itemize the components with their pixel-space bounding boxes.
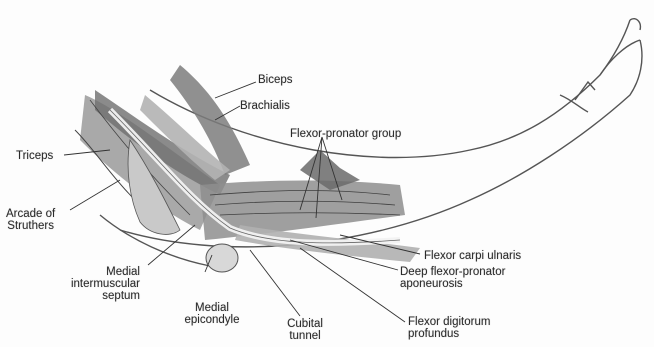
label-epicondyle-line1: Medial bbox=[170, 302, 254, 314]
label-arcade-line1: Arcade of bbox=[6, 208, 55, 220]
label-septum-line1: Medial bbox=[40, 266, 140, 278]
label-deep-flexor-line1: Deep flexor-pronator bbox=[400, 266, 505, 278]
label-brachialis: Brachialis bbox=[240, 100, 290, 112]
label-fdp-line2: profundus bbox=[408, 328, 490, 340]
label-medial-epicondyle: Medial epicondyle bbox=[170, 302, 254, 326]
label-cubital-line1: Cubital bbox=[280, 318, 330, 330]
label-arcade-of-struthers: Arcade of Struthers bbox=[6, 208, 55, 232]
label-deep-flexor-line2: aponeurosis bbox=[400, 278, 505, 290]
label-medial-intermuscular-septum: Medial intermuscular septum bbox=[40, 266, 140, 302]
label-fdp-line1: Flexor digitorum bbox=[408, 316, 490, 328]
label-cubital-tunnel: Cubital tunnel bbox=[280, 318, 330, 342]
label-deep-flexor-pronator-aponeurosis: Deep flexor-pronator aponeurosis bbox=[400, 266, 505, 290]
label-septum-line2: intermuscular bbox=[40, 278, 140, 290]
label-epicondyle-line2: epicondyle bbox=[170, 314, 254, 326]
label-flexor-carpi-ulnaris: Flexor carpi ulnaris bbox=[424, 250, 521, 262]
label-septum-line3: septum bbox=[40, 290, 140, 302]
label-cubital-line2: tunnel bbox=[280, 330, 330, 342]
label-flexor-digitorum-profundus: Flexor digitorum profundus bbox=[408, 316, 490, 340]
label-flexor-pronator-group: Flexor-pronator group bbox=[290, 128, 401, 140]
label-biceps: Biceps bbox=[258, 74, 293, 86]
label-triceps: Triceps bbox=[16, 150, 53, 162]
label-arcade-line2: Struthers bbox=[6, 220, 55, 232]
